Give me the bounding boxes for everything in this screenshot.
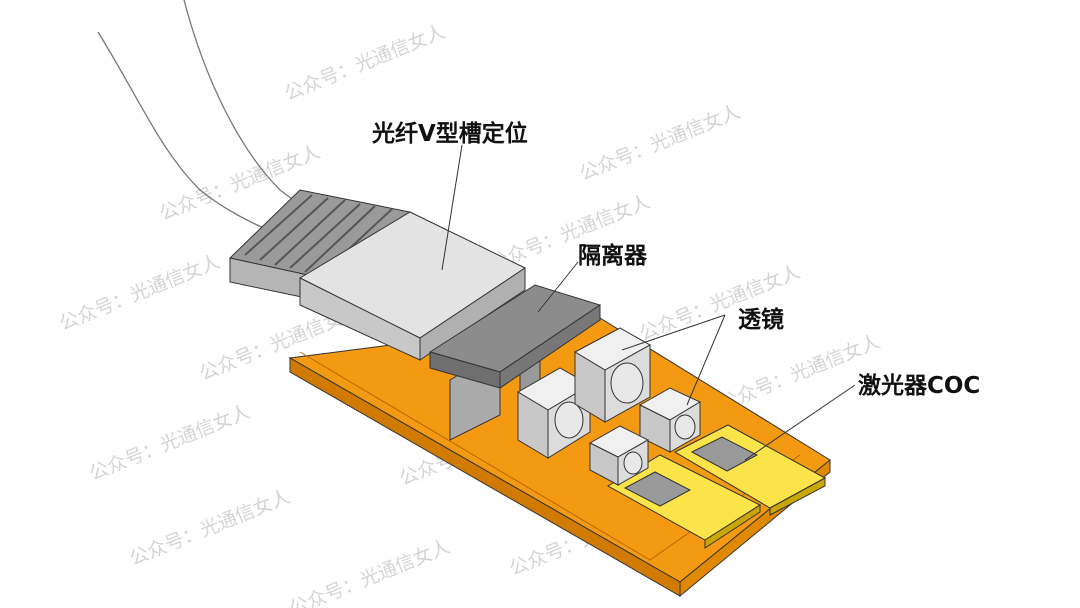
label-lens: 透镜	[738, 307, 784, 333]
label-isolator: 隔离器	[578, 243, 647, 269]
label-fiber-vgroove: 光纤V型槽定位	[372, 121, 528, 147]
laser-coc	[606, 424, 827, 549]
leader-fiber	[441, 144, 463, 271]
fiber-vgroove-block	[228, 189, 527, 361]
optical-fiber	[183, 0, 321, 217]
leader-lines	[441, 144, 856, 461]
lens-cube	[588, 425, 650, 486]
label-laser-coc: 激光器COC	[858, 373, 981, 399]
leader-lens-1	[621, 314, 726, 351]
leader-isolator	[537, 261, 579, 313]
optical-fiber	[97, 31, 269, 231]
lens-cube	[573, 327, 652, 423]
leader-lens-2	[686, 314, 726, 406]
leader-coc	[744, 384, 856, 461]
isolator	[428, 284, 602, 441]
